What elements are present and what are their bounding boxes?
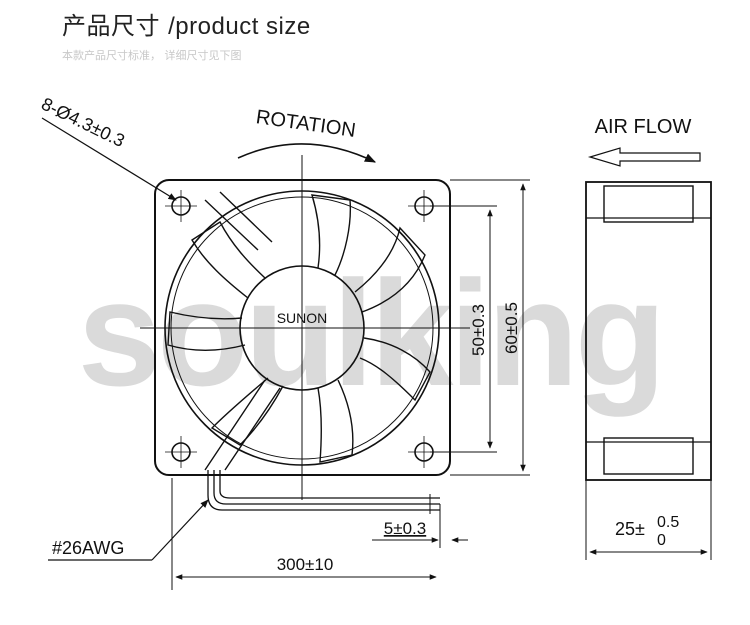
page-subtitle: 本款产品尺寸标准， 详细尺寸见下图 bbox=[62, 49, 242, 62]
dim-25-line bbox=[585, 480, 712, 560]
dim-60-label: 60±0.5 bbox=[502, 302, 521, 354]
airflow-arrow bbox=[587, 147, 701, 167]
dim-25-label: 25± 0.5 0 bbox=[615, 511, 684, 549]
dim-25-upper-tol: 0.5 bbox=[657, 514, 679, 531]
brand-label: SUNON bbox=[277, 310, 328, 326]
awg-label: #26AWG bbox=[52, 538, 124, 558]
awg-leader bbox=[48, 499, 209, 561]
title-chinese: 产品尺寸 bbox=[62, 12, 160, 40]
fan-front-view bbox=[140, 155, 470, 514]
fan-lead-wires bbox=[207, 470, 440, 514]
dim-50-label: 50±0.3 bbox=[469, 304, 488, 356]
side-frame bbox=[585, 181, 712, 481]
airflow-label: AIR FLOW bbox=[595, 116, 692, 138]
dim-300-label: 300±10 bbox=[277, 555, 334, 574]
dim-50-line bbox=[430, 205, 497, 453]
dim-25-base: 25± bbox=[615, 519, 645, 539]
side-flange-top bbox=[603, 185, 694, 223]
dim-60-line bbox=[450, 179, 530, 476]
side-flange-bottom bbox=[603, 437, 694, 475]
rotation-arrow bbox=[237, 143, 377, 163]
header: 产品尺寸 /product size 本款产品尺寸标准， 详细尺寸见下图 bbox=[62, 6, 311, 63]
title-english: /product size bbox=[168, 13, 311, 40]
fan-blades bbox=[167, 194, 431, 463]
dim-5-line bbox=[372, 504, 468, 548]
page-title: 产品尺寸 /product size bbox=[62, 6, 311, 41]
dim-5-label: 5±0.3 bbox=[384, 519, 426, 538]
dim-25-lower-tol: 0 bbox=[657, 532, 666, 549]
fan-side-view bbox=[585, 181, 712, 481]
dim-300-line bbox=[171, 478, 437, 590]
hole-spec-leader bbox=[41, 117, 177, 201]
rotation-label: ROTATION bbox=[255, 106, 357, 142]
hole-spec-label: 8-Ø4.3±0.3 bbox=[38, 94, 128, 151]
